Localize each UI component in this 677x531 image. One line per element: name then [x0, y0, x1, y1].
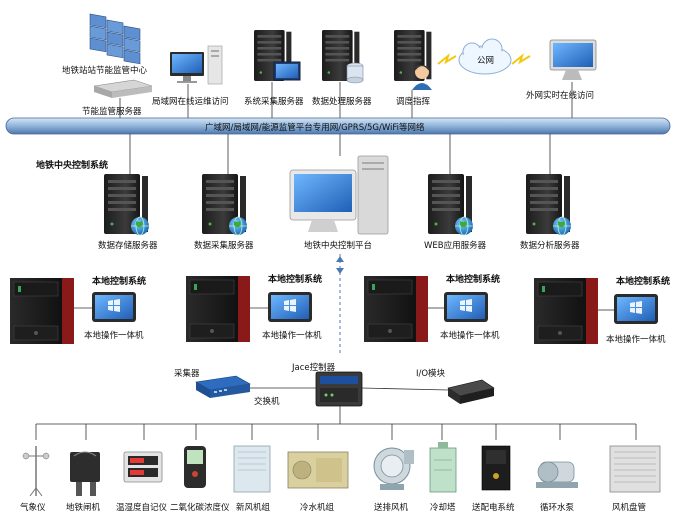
monitor-icon — [170, 45, 223, 85]
energy-server-icon — [93, 79, 153, 98]
chiller-icon — [287, 451, 349, 489]
operator-icon — [394, 30, 432, 90]
collect-data-server-label: 数据采集服务器 — [194, 240, 254, 251]
field-connectors — [35, 387, 637, 440]
central-to-jace-link — [336, 254, 344, 356]
dispatch-label: 调度指挥 — [396, 96, 431, 107]
cooling-tower-icon — [429, 442, 457, 493]
collector-label: 采集器 — [174, 368, 200, 379]
weather-station-icon — [22, 446, 50, 497]
server-icon — [104, 174, 150, 236]
cabinet-icon — [533, 277, 599, 345]
controller-icon — [315, 371, 363, 407]
device-label: 风机盘管 — [612, 502, 646, 513]
io-module-icon — [447, 379, 495, 404]
co2-meter-icon — [184, 446, 206, 488]
local-terminal-2: 本地操作一体机 — [262, 330, 322, 341]
thermo-recorder-icon — [123, 451, 163, 483]
monitor-icon — [549, 39, 597, 80]
tablet-icon — [614, 294, 658, 324]
switch-icon — [195, 375, 251, 398]
local-title-2: 本地控制系统 — [268, 273, 322, 285]
local-terminal-3: 本地操作一体机 — [440, 330, 500, 341]
cabinet-icon — [363, 275, 429, 343]
exhaust-fan-icon — [373, 447, 414, 490]
switch-label: 交换机 — [254, 396, 280, 407]
tablet-icon — [92, 292, 136, 322]
network-bus — [5, 117, 671, 135]
tablet-icon — [268, 292, 312, 322]
fan-coil-icon — [609, 445, 661, 493]
device-label: 新风机组 — [236, 502, 271, 513]
device-label: 地铁闸机 — [66, 502, 101, 513]
gate-icon — [70, 451, 100, 496]
cabinet-icon — [9, 277, 75, 345]
data-proc-server-label: 数据处理服务器 — [312, 96, 372, 107]
server-icon — [322, 30, 364, 84]
fresh-air-unit-icon — [233, 445, 271, 493]
monitor-icon — [289, 155, 389, 235]
cloud-icon — [437, 38, 531, 75]
server-icon — [254, 30, 301, 81]
server-icon — [526, 174, 572, 236]
power-distribution-icon — [481, 445, 511, 491]
video-wall-icon — [89, 13, 141, 65]
tablet-icon — [444, 292, 488, 322]
io-label: I/O模块 — [416, 368, 446, 379]
device-label: 二氧化碳浓度仪 — [170, 502, 230, 513]
local-title-4: 本地控制系统 — [616, 275, 670, 287]
central-title: 地铁中央控制系统 — [36, 159, 108, 171]
top-connectors — [119, 82, 573, 118]
cabinet-icon — [185, 275, 251, 343]
collect-server-label: 系统采集服务器 — [244, 96, 304, 107]
local-terminal-1: 本地操作一体机 — [84, 330, 144, 341]
energy-server-label: 节能监管服务器 — [82, 106, 142, 117]
local-title-3: 本地控制系统 — [446, 273, 500, 285]
web-server-label: WEB应用服务器 — [424, 240, 487, 251]
circulating-pump-icon — [536, 461, 578, 488]
device-label: 冷水机组 — [300, 502, 335, 513]
device-label: 送配电系统 — [472, 502, 515, 513]
server-icon — [202, 174, 248, 236]
cloud-label: 公网 — [477, 56, 494, 66]
central-connectors — [129, 134, 551, 176]
lan-ops-label: 局域网在线运维访问 — [152, 96, 229, 107]
local-title-1: 本地控制系统 — [92, 275, 146, 287]
central-platform-label: 地铁中央控制平台 — [304, 240, 372, 251]
remote-access-label: 外网实时在线访问 — [526, 90, 594, 101]
server-icon — [428, 174, 474, 236]
local-terminal-4: 本地操作一体机 — [606, 334, 666, 345]
device-label: 送排风机 — [374, 502, 409, 513]
bus-label: 广域网/局域网/能源监管平台专用网/GPRS/5G/WiFi等网络 — [205, 122, 425, 133]
analysis-server-label: 数据分析服务器 — [520, 240, 580, 251]
storage-server-label: 数据存储服务器 — [98, 240, 158, 251]
jace-label: Jace控制器 — [291, 362, 336, 373]
device-label: 冷却塔 — [430, 502, 456, 513]
device-label: 循环水泵 — [540, 502, 575, 513]
video-wall-label: 地铁站站节能监管中心 — [62, 65, 148, 76]
device-label: 温湿度自记仪 — [116, 502, 168, 513]
device-label: 气象仪 — [20, 502, 46, 513]
